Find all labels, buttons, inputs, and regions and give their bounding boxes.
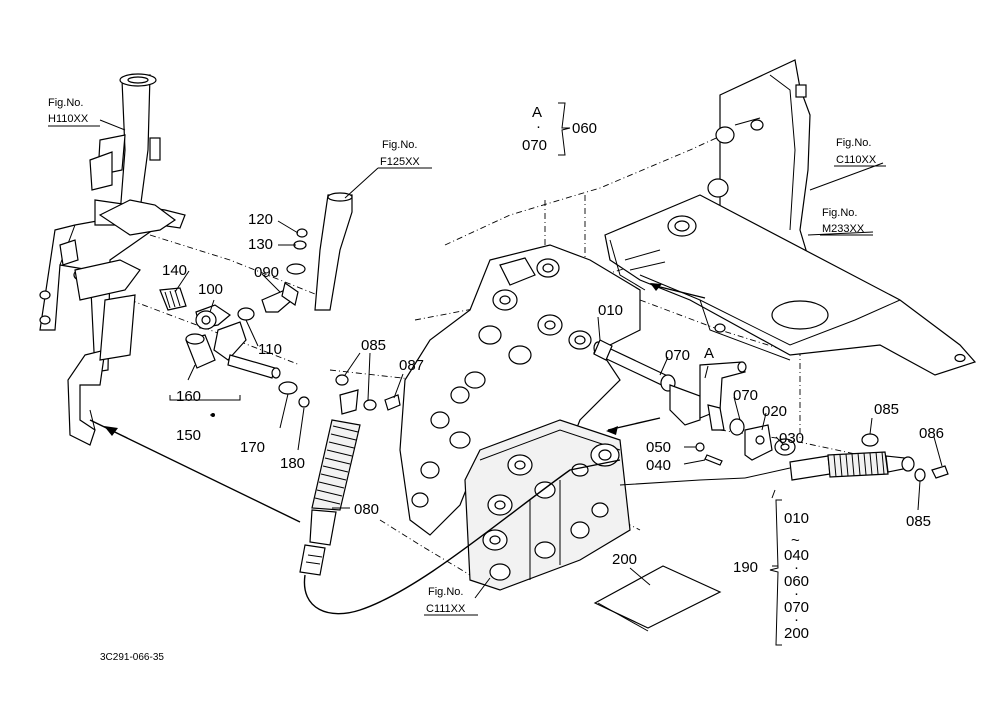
svg-text:M233XX: M233XX: [822, 223, 865, 235]
label-200: 200: [612, 551, 637, 568]
label-110: 110: [258, 341, 282, 358]
label-160: 160: [176, 388, 201, 405]
fig-ref-h110: Fig.No. H110XX: [48, 97, 100, 127]
label-086: 086: [919, 425, 944, 442]
bracket-060: [558, 102, 571, 156]
left-linkage-parts: [159, 192, 401, 411]
label-020: 020: [762, 403, 787, 420]
label-050: 050: [646, 439, 671, 456]
label-150: 150: [176, 427, 201, 444]
part-200-sheet: [593, 565, 722, 632]
lever-tube-h110: [39, 73, 186, 446]
svg-text:Fig.No.: Fig.No.: [836, 137, 871, 149]
svg-text:A: A: [532, 104, 542, 121]
valve-lower-body: [464, 419, 631, 591]
label-090: 090: [254, 264, 279, 281]
svg-text:010: 010: [784, 510, 809, 527]
svg-text:Fig.No.: Fig.No.: [822, 207, 857, 219]
svg-text:060: 060: [784, 573, 809, 590]
lever-bracket-m233: [604, 194, 977, 376]
label-070-a: 070: [665, 347, 690, 364]
valve-upper-bosses: [411, 257, 592, 508]
svg-text:·: ·: [794, 611, 799, 628]
svg-text:Fig.No.: Fig.No.: [428, 586, 463, 598]
group-060: A · 070 060: [522, 104, 597, 154]
valve-linkage: [593, 339, 796, 466]
right-control-cable: [619, 433, 949, 486]
svg-text:200: 200: [784, 625, 809, 642]
label-087: 087: [399, 357, 424, 374]
svg-text:C110XX: C110XX: [836, 154, 877, 166]
leader-lines: [89, 119, 943, 599]
label-120: 120: [248, 211, 273, 228]
label-130: 130: [248, 236, 273, 253]
drawing-code: 3C291-066-35: [100, 652, 164, 663]
svg-text:·: ·: [794, 559, 799, 576]
svg-text:C111XX: C111XX: [426, 603, 466, 615]
label-170: 170: [240, 439, 265, 456]
label-040: 040: [646, 457, 671, 474]
svg-text:060: 060: [572, 120, 597, 137]
fig-ref-m233: Fig.No. M233XX: [820, 207, 873, 236]
valve-block: [399, 244, 641, 591]
fig-ref-f125: Fig.No. F125XX: [378, 139, 432, 169]
label-030: 030: [779, 430, 804, 447]
callout-a: A: [704, 345, 714, 362]
label-180: 180: [280, 455, 305, 472]
group-190: 190 010 ~ 040 · 060 · 070 · 200: [733, 510, 809, 642]
svg-text:Fig.No.: Fig.No.: [48, 97, 83, 109]
svg-text:~: ~: [791, 532, 800, 549]
svg-text:070: 070: [784, 599, 809, 616]
label-085-a: 085: [361, 337, 386, 354]
fig-ref-c110: Fig.No. C110XX: [834, 137, 886, 167]
bracket-190: [769, 499, 782, 646]
svg-text:Fig.No.: Fig.No.: [382, 139, 417, 151]
svg-text:190: 190: [733, 559, 758, 576]
svg-text:·: ·: [794, 585, 799, 602]
label-010: 010: [598, 302, 623, 319]
svg-text:040: 040: [784, 547, 809, 564]
svg-text:070: 070: [522, 137, 547, 154]
fig-ref-c111: Fig.No. C111XX: [424, 586, 478, 616]
svg-text:F125XX: F125XX: [380, 156, 420, 168]
left-control-cable: [299, 389, 621, 615]
label-140: 140: [162, 262, 187, 279]
label-080: 080: [354, 501, 379, 518]
svg-text:·: ·: [536, 118, 541, 135]
label-085-b: 085: [874, 401, 899, 418]
label-070-b: 070: [733, 387, 758, 404]
label-085-c: 085: [906, 513, 931, 530]
svg-text:H110XX: H110XX: [48, 113, 89, 125]
part-labels: 010 020 030 040 050 070 070 080 085 085 …: [162, 211, 944, 568]
label-100: 100: [198, 281, 223, 298]
